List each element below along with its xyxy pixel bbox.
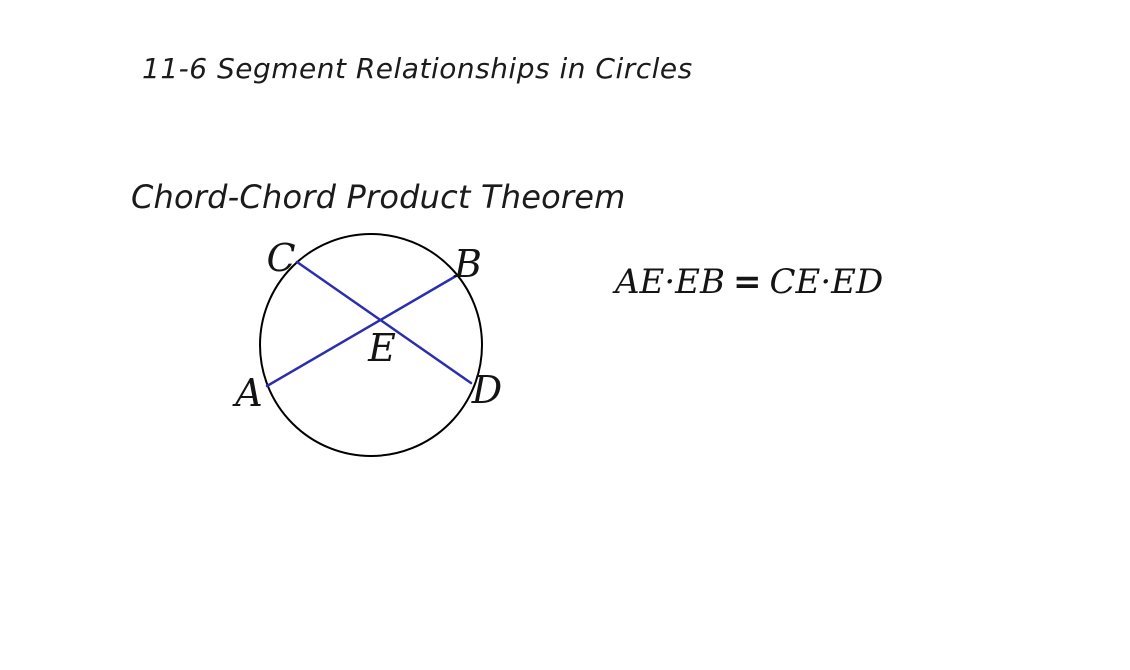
- point-label-E: E: [367, 326, 396, 370]
- left-border-band: [0, 0, 98, 670]
- point-label-D: D: [471, 368, 502, 412]
- formula-equals-sign: =: [733, 262, 762, 302]
- formula-rhs: CE·ED: [769, 262, 884, 302]
- right-border-band: [1016, 0, 1130, 670]
- chord-chord-formula: AE·EB=CE·ED: [615, 262, 883, 302]
- formula-lhs: AE·EB: [615, 262, 725, 302]
- point-label-B: B: [453, 242, 482, 286]
- circle-outline: [259, 233, 483, 457]
- point-label-C: C: [266, 236, 295, 280]
- slide-title: 11-6 Segment Relationships in Circles: [142, 52, 693, 85]
- chord-CD: [295, 260, 473, 385]
- slide-subtitle: Chord-Chord Product Theorem: [131, 178, 626, 216]
- left-border-band-dark-edge: [98, 0, 107, 670]
- right-border-band-dark-edge: [1007, 0, 1016, 670]
- chord-AB: [265, 274, 458, 388]
- point-label-A: A: [232, 371, 262, 415]
